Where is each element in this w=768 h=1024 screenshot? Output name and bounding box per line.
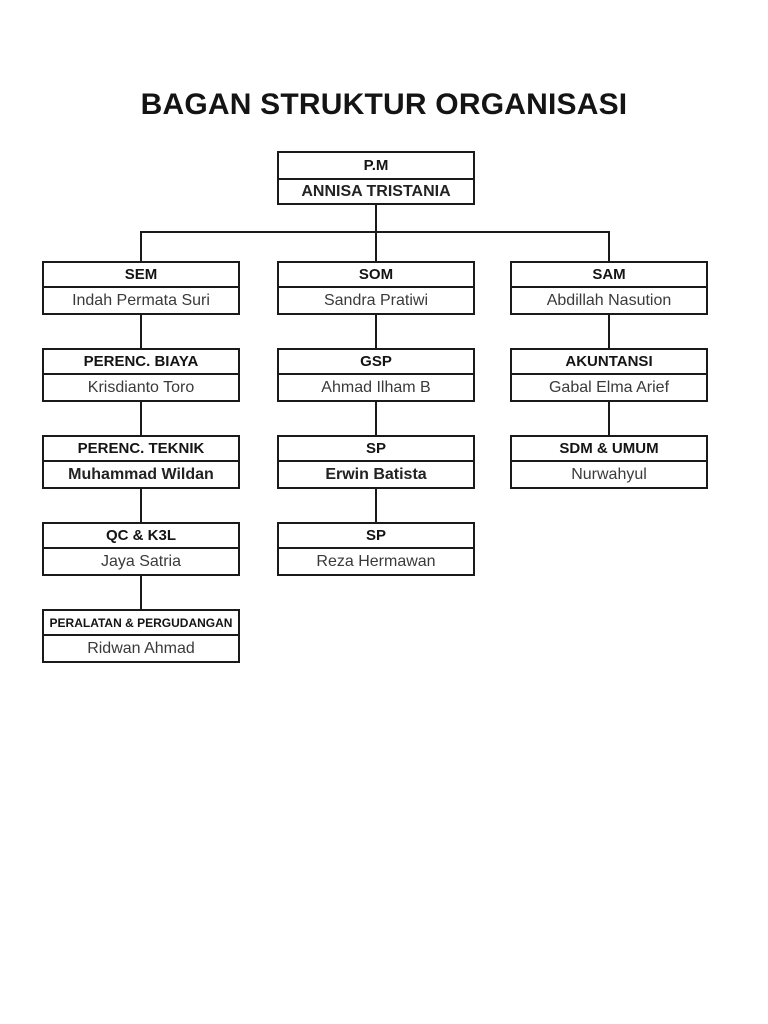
person-name: Krisdianto Toro bbox=[87, 378, 195, 396]
role-label: SDM & UMUM bbox=[512, 437, 706, 462]
connector-col3-r1 bbox=[608, 315, 610, 348]
role-label: P.M bbox=[279, 153, 473, 180]
role-label: GSP bbox=[279, 350, 473, 375]
role-label: QC & K3L bbox=[44, 524, 238, 549]
person-name: Ahmad Ilham B bbox=[321, 378, 431, 396]
person-name: Indah Permata Suri bbox=[72, 291, 210, 309]
person-name: Ridwan Ahmad bbox=[87, 639, 195, 657]
person-name: Sandra Pratiwi bbox=[323, 291, 429, 309]
role-label: PERENC. BIAYA bbox=[44, 350, 238, 375]
org-node-perenc-teknik: PERENC. TEKNIK Muhammad Wildan bbox=[42, 435, 240, 489]
person-name: Muhammad Wildan bbox=[68, 465, 214, 483]
connector-col1-r4 bbox=[140, 576, 142, 609]
role-label: PERENC. TEKNIK bbox=[44, 437, 238, 462]
org-node-sp-2: SP Reza Hermawan bbox=[277, 522, 475, 576]
person-name: ANNISA TRISTANIA bbox=[301, 182, 451, 200]
role-label: SOM bbox=[279, 263, 473, 288]
org-node-pm: P.M ANNISA TRISTANIA bbox=[277, 151, 475, 205]
person-name: Gabal Elma Arief bbox=[548, 378, 670, 396]
org-node-peralatan-pergudangan: PERALATAN & PERGUDANGAN Ridwan Ahmad bbox=[42, 609, 240, 663]
org-node-qc-k3l: QC & K3L Jaya Satria bbox=[42, 522, 240, 576]
connector-col1-r2 bbox=[140, 402, 142, 435]
person-name: Jaya Satria bbox=[100, 552, 182, 570]
connector-col2-r1 bbox=[375, 315, 377, 348]
org-node-gsp: GSP Ahmad Ilham B bbox=[277, 348, 475, 402]
page-title: BAGAN STRUKTUR ORGANISASI bbox=[140, 88, 628, 121]
connector-col2-r3 bbox=[375, 489, 377, 522]
role-label: SEM bbox=[44, 263, 238, 288]
connector-col1-r3 bbox=[140, 489, 142, 522]
connector-col1-r1 bbox=[140, 315, 142, 348]
connector-drop-col2 bbox=[375, 233, 377, 261]
person-name: Reza Hermawan bbox=[316, 552, 436, 570]
connector-horizontal-bar bbox=[140, 231, 610, 233]
role-label: AKUNTANSI bbox=[512, 350, 706, 375]
connector-col2-r2 bbox=[375, 402, 377, 435]
org-node-sdm-umum: SDM & UMUM Nurwahyul bbox=[510, 435, 708, 489]
org-node-som: SOM Sandra Pratiwi bbox=[277, 261, 475, 315]
org-node-sem: SEM Indah Permata Suri bbox=[42, 261, 240, 315]
org-node-sp-1: SP Erwin Batista bbox=[277, 435, 475, 489]
org-node-akuntansi: AKUNTANSI Gabal Elma Arief bbox=[510, 348, 708, 402]
person-name: Erwin Batista bbox=[325, 465, 427, 483]
role-label: PERALATAN & PERGUDANGAN bbox=[44, 611, 238, 636]
connector-drop-col3 bbox=[608, 233, 610, 261]
role-label: SP bbox=[279, 437, 473, 462]
person-name: Nurwahyul bbox=[571, 465, 647, 483]
connector-root-stem bbox=[375, 205, 377, 231]
org-node-perenc-biaya: PERENC. BIAYA Krisdianto Toro bbox=[42, 348, 240, 402]
connector-col3-r2 bbox=[608, 402, 610, 435]
connector-drop-col1 bbox=[140, 233, 142, 261]
person-name: Abdillah Nasution bbox=[546, 291, 672, 309]
org-node-sam: SAM Abdillah Nasution bbox=[510, 261, 708, 315]
role-label: SP bbox=[279, 524, 473, 549]
role-label: SAM bbox=[512, 263, 706, 288]
